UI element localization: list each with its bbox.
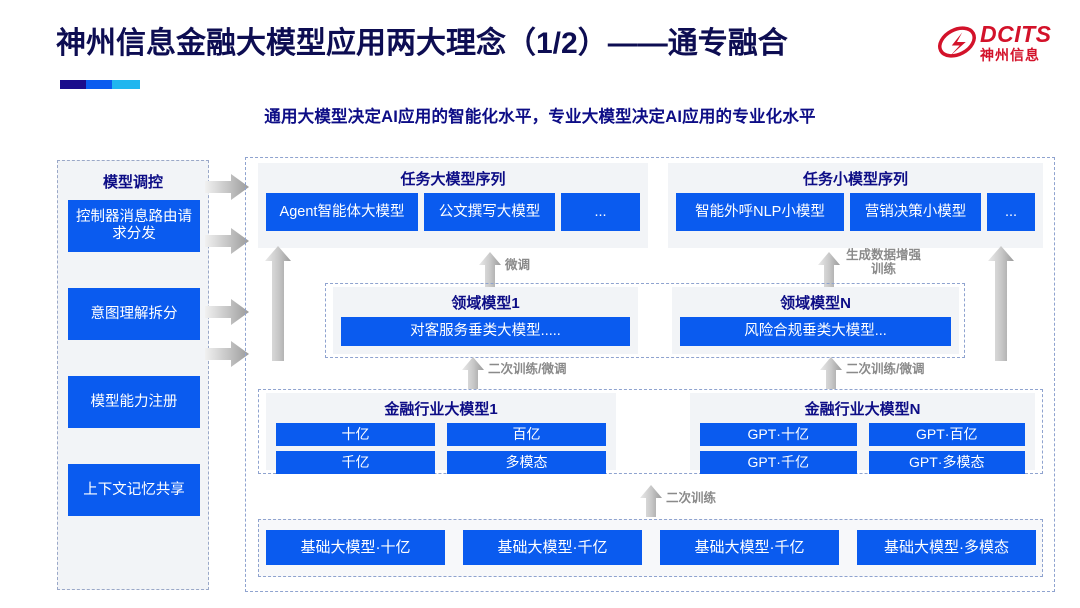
flow-arrow-up-to-agent	[265, 246, 291, 361]
sidebar-title: 模型调控	[102, 174, 163, 191]
industry-model-1-grid: 十亿 百亿 千亿 多模态	[266, 423, 616, 474]
flow-arrow-right-3	[205, 299, 249, 325]
flow-arrow-up-data-aug	[818, 252, 840, 287]
domain-model-frame	[325, 283, 965, 358]
foundation-chip-100b-a[interactable]: 基础大模型·千亿	[463, 530, 642, 565]
dcits-swoosh-icon	[938, 26, 976, 58]
domain-model-n-panel: 领域模型N 风险合规垂类大模型...	[672, 287, 959, 354]
task-large-model-sequence-panel: 任务大模型序列 Agent智能体大模型 公文撰写大模型 ...	[258, 163, 648, 248]
task-chip-marketing-decision-model[interactable]: 营销决策小模型	[850, 193, 981, 231]
domain-model-1-title: 领域模型1	[451, 295, 520, 312]
industry-model-n-panel: 金融行业大模型N GPT·十亿 GPT·百亿 GPT·千亿 GPT·多模态	[690, 393, 1035, 474]
industry-model-n-grid: GPT·十亿 GPT·百亿 GPT·千亿 GPT·多模态	[690, 423, 1035, 474]
foundation-chip-100b-b[interactable]: 基础大模型·千亿	[660, 530, 839, 565]
sidebar-item-intent-parsing[interactable]: 意图理解拆分	[68, 288, 200, 340]
flow-arrow-up-retrain-right	[820, 357, 842, 389]
arrow-caption-fine-tune: 微调	[505, 258, 531, 272]
task-small-model-sequence-panel: 任务小模型序列 智能外呼NLP小模型 营销决策小模型 ...	[668, 163, 1043, 248]
logo-text-cn: 神州信息	[980, 46, 1040, 63]
page-title: 神州信息金融大模型应用两大理念（1/2）——通专融合	[56, 27, 788, 60]
domain-model-1-chip[interactable]: 对客服务垂类大模型.....	[341, 317, 630, 346]
industry-model-1-title: 金融行业大模型1	[384, 401, 498, 418]
domain-model-n-chip[interactable]: 风险合规垂类大模型...	[680, 317, 951, 346]
sidebar-item-capability-registry[interactable]: 模型能力注册	[68, 376, 200, 428]
arrow-caption-retrain-left: 二次训练/微调	[488, 362, 567, 376]
sidebar-item-controller-routing[interactable]: 控制器消息路由请求分发	[68, 200, 200, 252]
foundation-model-row: 基础大模型·十亿 基础大模型·千亿 基础大模型·千亿 基础大模型·多模态	[266, 530, 1036, 565]
arrow-caption-retrain-base: 二次训练	[666, 491, 717, 505]
industry-chip-gpt-1b[interactable]: GPT·十亿	[700, 423, 857, 446]
accent-segment-2	[86, 80, 112, 89]
industry-chip-gpt-10b[interactable]: GPT·百亿	[868, 423, 1025, 446]
sidebar-item-context-memory[interactable]: 上下文记忆共享	[68, 464, 200, 516]
task-chip-agent-model[interactable]: Agent智能体大模型	[266, 193, 418, 231]
industry-chip-10b[interactable]: 百亿	[447, 423, 606, 446]
industry-chip-gpt-100b[interactable]: GPT·千亿	[700, 451, 857, 474]
arrow-caption-retrain-right: 二次训练/微调	[846, 362, 925, 376]
industry-model-frame	[258, 389, 1043, 474]
flow-arrow-right-2	[205, 228, 249, 254]
task-large-model-sequence-title: 任务大模型序列	[400, 171, 506, 188]
model-control-sidebar: 模型调控 控制器消息路由请求分发 意图理解拆分 模型能力注册 上下文记忆共享	[57, 160, 209, 590]
flow-arrow-up-retrain-base	[640, 485, 662, 517]
task-chip-outbound-nlp-model[interactable]: 智能外呼NLP小模型	[676, 193, 844, 231]
main-architecture-frame	[245, 157, 1055, 592]
industry-chip-100b[interactable]: 千亿	[276, 451, 435, 474]
foundation-chip-1b[interactable]: 基础大模型·十亿	[266, 530, 445, 565]
flow-arrow-right-1	[205, 174, 249, 200]
domain-model-1-panel: 领域模型1 对客服务垂类大模型.....	[333, 287, 638, 354]
accent-segment-3	[112, 80, 140, 89]
flow-arrow-right-4	[205, 341, 249, 367]
foundation-chip-multimodal[interactable]: 基础大模型·多模态	[857, 530, 1036, 565]
task-chip-more[interactable]: ...	[561, 193, 640, 231]
flow-arrow-up-retrain-left	[462, 357, 484, 389]
logo-text-en: DCITS	[980, 20, 1052, 47]
page-subtitle: 通用大模型决定AI应用的智能化水平，专业大模型决定AI应用的专业化水平	[264, 108, 816, 126]
industry-chip-1b[interactable]: 十亿	[276, 423, 435, 446]
company-logo: DCITS 神州信息	[936, 16, 1066, 68]
industry-model-1-panel: 金融行业大模型1 十亿 百亿 千亿 多模态	[266, 393, 616, 474]
accent-segment-1	[60, 80, 86, 89]
title-accent-bar	[60, 80, 140, 89]
task-chip-more-small[interactable]: ...	[987, 193, 1035, 231]
industry-model-n-title: 金融行业大模型N	[804, 401, 921, 418]
flow-arrow-up-fine-tune	[479, 252, 501, 287]
flow-arrow-up-to-small-more	[988, 246, 1014, 361]
industry-chip-multimodal[interactable]: 多模态	[447, 451, 606, 474]
industry-chip-gpt-multimodal[interactable]: GPT·多模态	[868, 451, 1025, 474]
task-chip-document-writing-model[interactable]: 公文撰写大模型	[424, 193, 555, 231]
arrow-caption-data-augmentation: 生成数据增强 训练	[846, 248, 922, 277]
task-small-model-sequence-title: 任务小模型序列	[802, 171, 908, 188]
domain-model-n-title: 领域模型N	[780, 295, 851, 312]
